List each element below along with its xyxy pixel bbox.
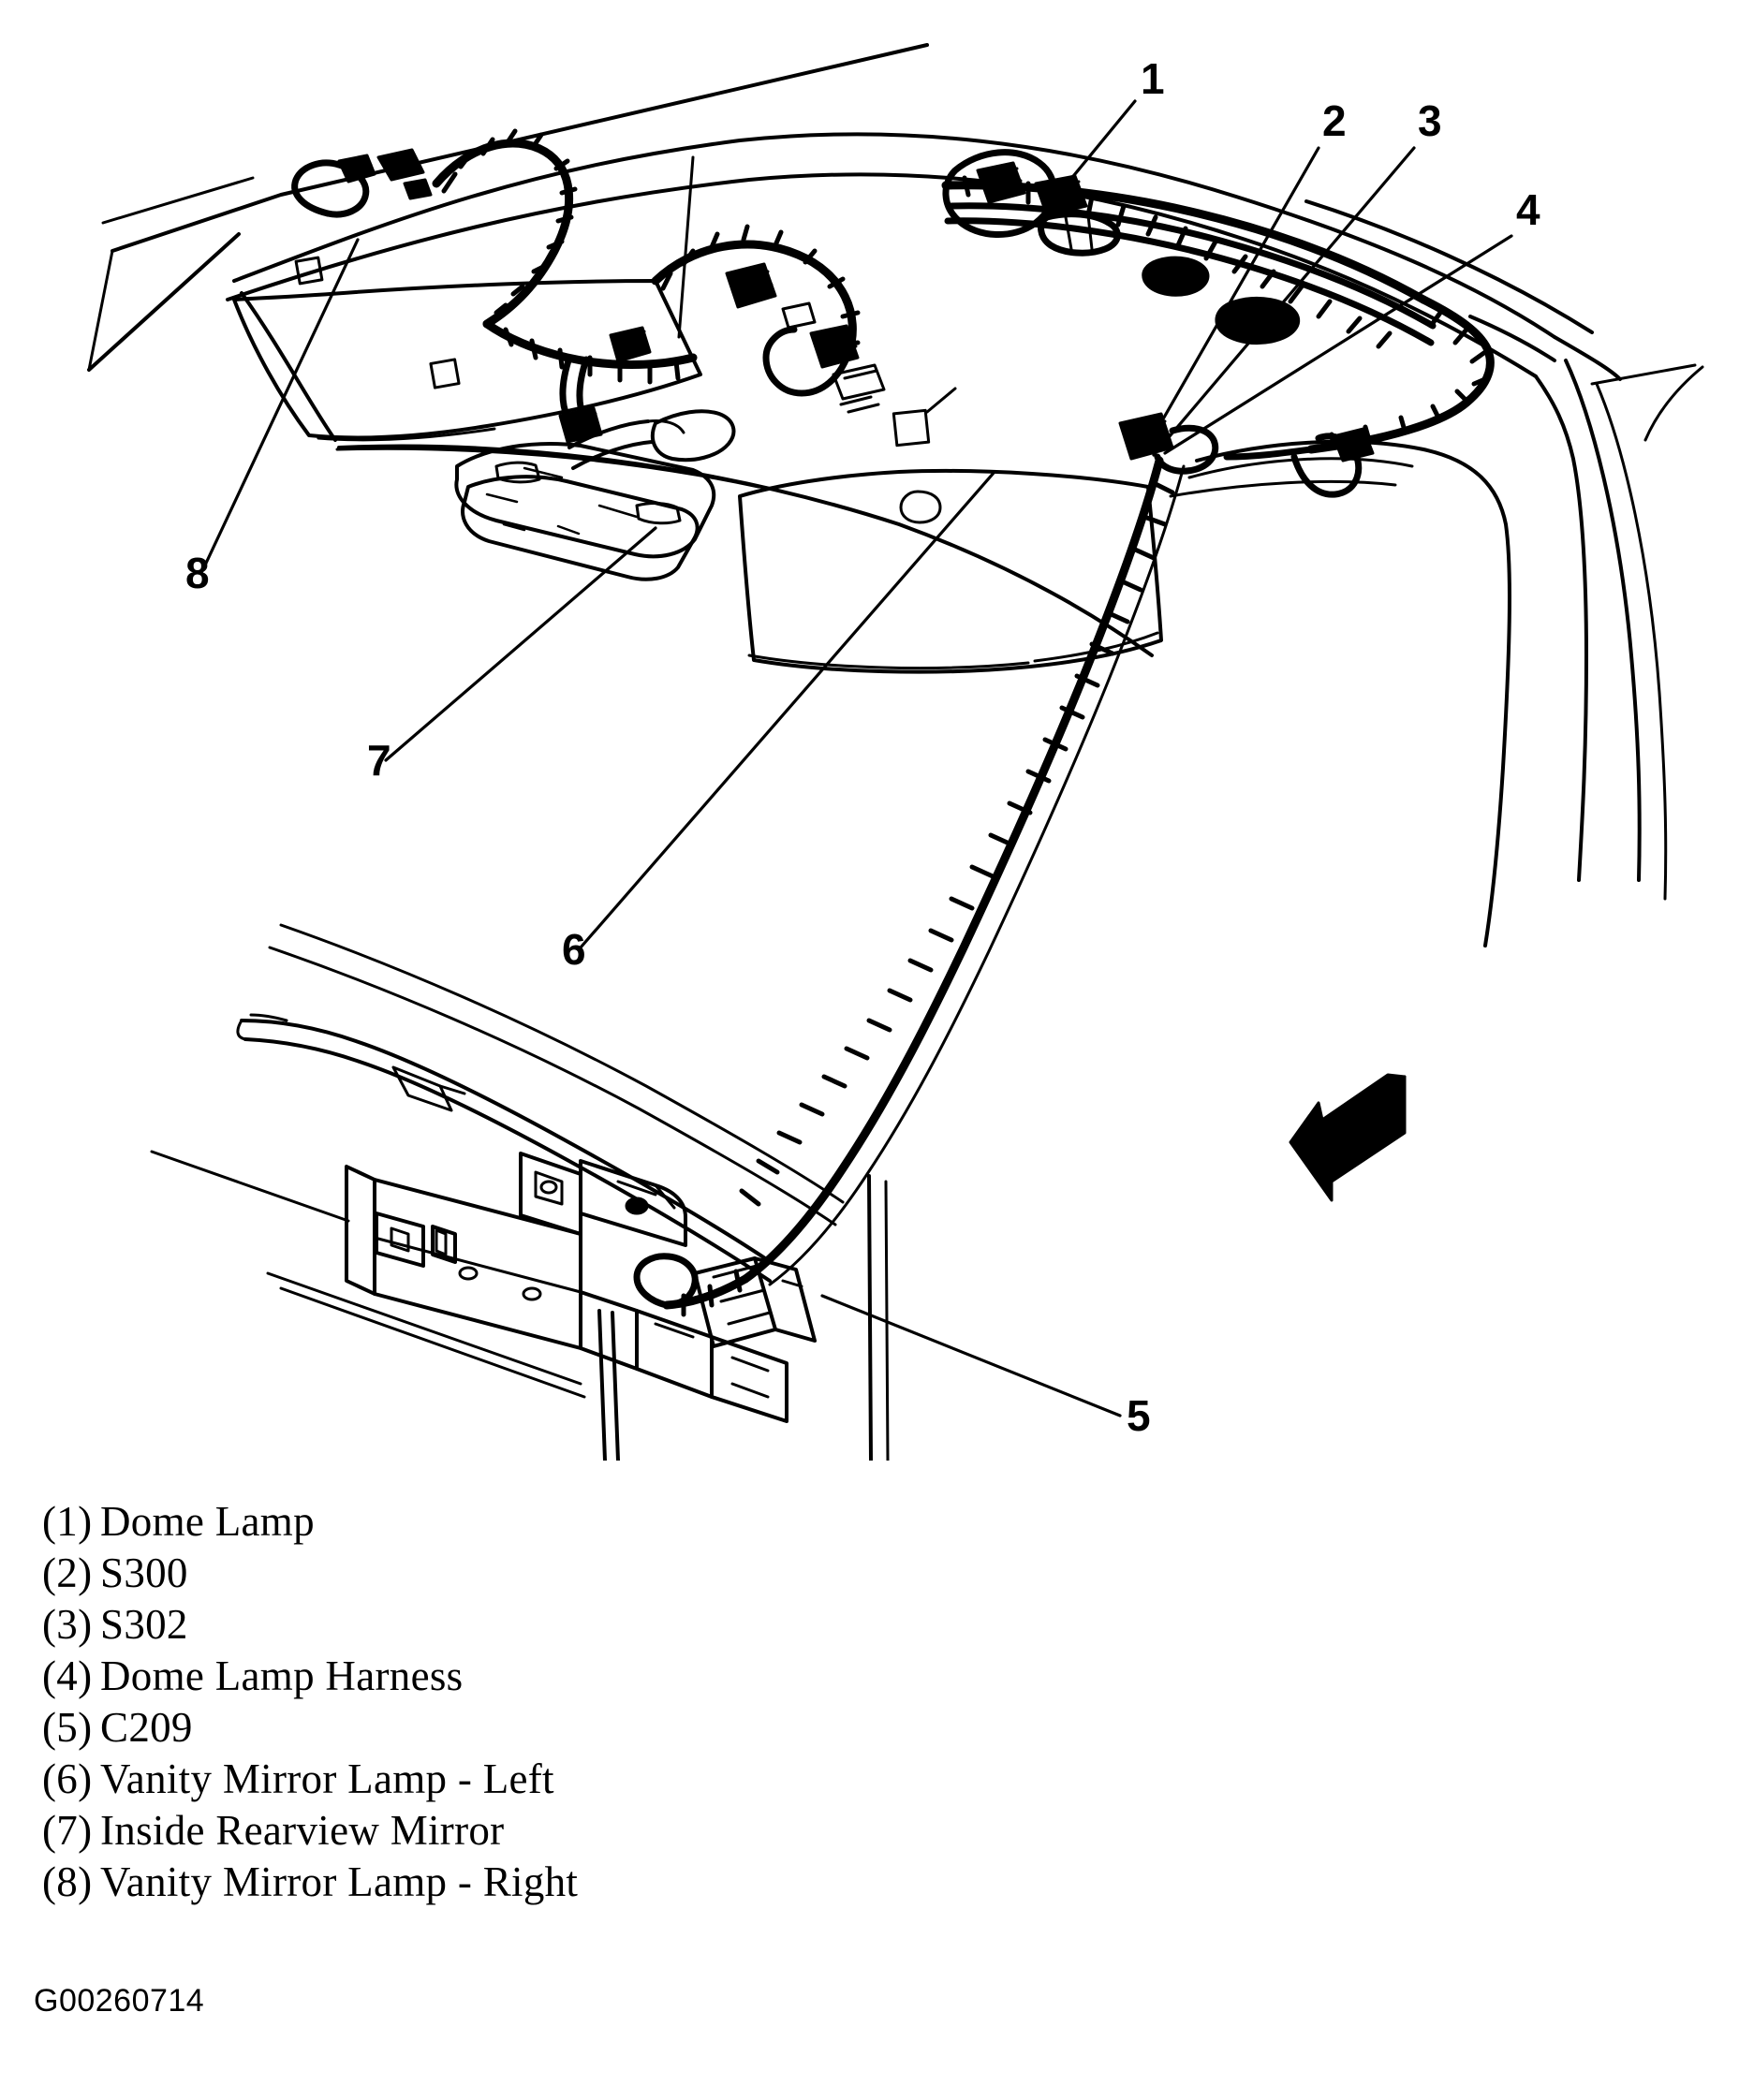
harness-connector-cluster xyxy=(1118,412,1219,475)
callout-6: 6 xyxy=(562,925,586,974)
left-connector-group xyxy=(651,224,886,414)
sun-visor-right xyxy=(232,279,702,442)
legend-number: (3) xyxy=(42,1601,93,1648)
roof-harness-header-run xyxy=(432,128,1495,498)
list-item: (1)Dome Lamp xyxy=(42,1496,1072,1548)
list-item: (6)Vanity Mirror Lamp - Left xyxy=(42,1754,1072,1805)
callout-2: 2 xyxy=(1322,96,1347,145)
wiring-diagram-illustration: 1 2 3 4 5 6 7 8 xyxy=(87,43,1704,1461)
harness-loop-right xyxy=(1290,427,1375,498)
legend-label: Dome Lamp Harness xyxy=(100,1652,464,1699)
splice-s300 xyxy=(1142,256,1210,297)
cowl-structure xyxy=(150,923,890,1461)
inside-rearview-mirror xyxy=(454,409,736,581)
list-item: (5)C209 xyxy=(42,1702,1072,1754)
legend-label: Inside Rearview Mirror xyxy=(100,1807,505,1854)
legend-label: Dome Lamp xyxy=(100,1498,315,1545)
callout-leaders xyxy=(200,99,1513,1417)
callout-4: 4 xyxy=(1516,185,1540,234)
legend-number: (5) xyxy=(42,1704,93,1751)
list-item: (4)Dome Lamp Harness xyxy=(42,1651,1072,1702)
view-direction-arrow xyxy=(1289,1073,1407,1202)
list-item: (2)S300 xyxy=(42,1548,1072,1599)
legend-label: Vanity Mirror Lamp - Left xyxy=(100,1755,554,1802)
dome-lamp xyxy=(942,149,1121,257)
legend-label: S302 xyxy=(100,1601,188,1648)
legend-label: C209 xyxy=(100,1704,193,1751)
component-legend: (1)Dome Lamp (2)S300 (3)S302 (4)Dome Lam… xyxy=(42,1496,1072,1908)
legend-number: (6) xyxy=(42,1755,93,1802)
legend-number: (2) xyxy=(42,1549,93,1596)
list-item: (8)Vanity Mirror Lamp - Right xyxy=(42,1857,1072,1908)
callout-8: 8 xyxy=(185,549,210,597)
legend-number: (4) xyxy=(42,1652,93,1699)
legend-label: Vanity Mirror Lamp - Right xyxy=(100,1858,579,1905)
legend-label: S300 xyxy=(100,1549,188,1596)
vanity-lamp-right-connector xyxy=(291,148,433,218)
c209-connector xyxy=(633,1253,817,1348)
callout-7: 7 xyxy=(367,736,391,785)
list-item: (7)Inside Rearview Mirror xyxy=(42,1805,1072,1857)
callout-1: 1 xyxy=(1141,54,1165,103)
callout-3: 3 xyxy=(1418,96,1442,145)
legend-number: (1) xyxy=(42,1498,93,1545)
vehicle-body-outline xyxy=(87,43,1704,947)
drawing-identifier: G00260714 xyxy=(34,1983,205,2019)
list-item: (3)S302 xyxy=(42,1599,1072,1651)
callout-numbers: 1 2 3 4 5 6 7 8 xyxy=(185,54,1540,1440)
legend-number: (7) xyxy=(42,1807,93,1854)
a-pillar-harness-run xyxy=(662,456,1186,1317)
callout-5: 5 xyxy=(1127,1391,1151,1440)
legend-number: (8) xyxy=(42,1858,93,1905)
